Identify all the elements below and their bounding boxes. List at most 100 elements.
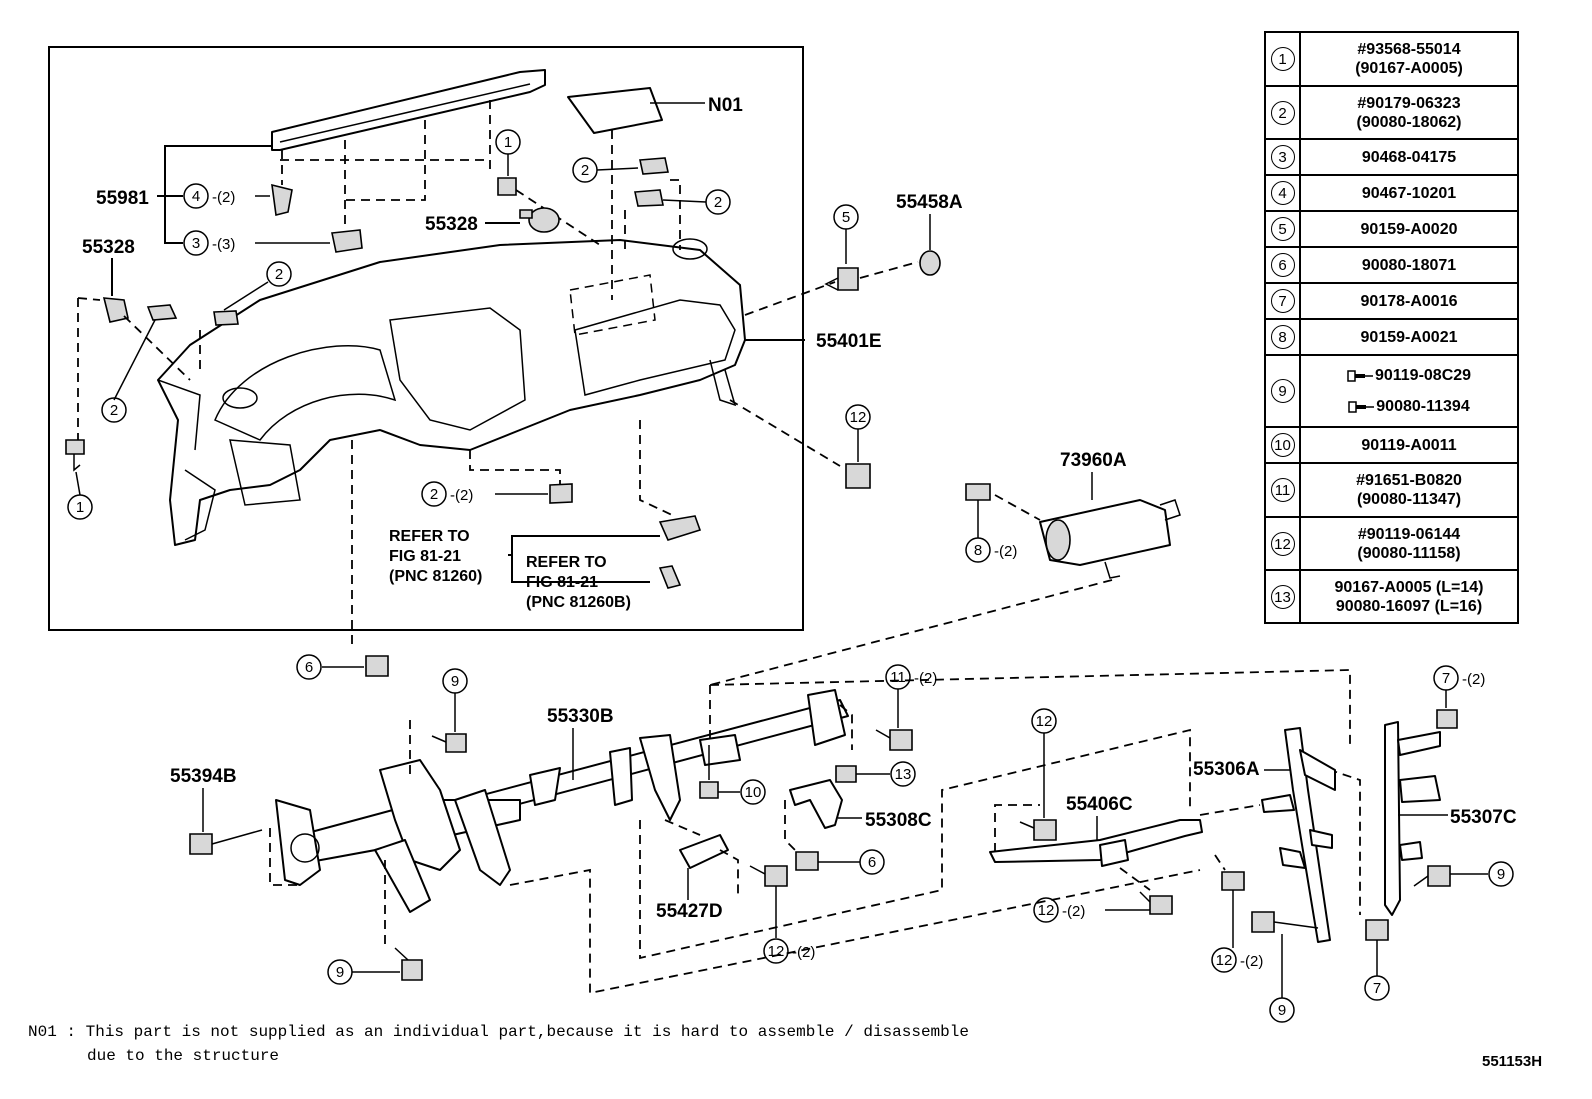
legend-parts-cell: 90468-04175 — [1299, 138, 1519, 176]
callout-9-c: 9 — [1278, 1002, 1286, 1019]
legend-row: 1 #93568-55014 (90167-A0005) — [1264, 31, 1519, 87]
figure-id: 551153H — [1482, 1053, 1543, 1070]
callout-9-b: 9 — [336, 964, 344, 981]
legend-part-number: (90080-11158) — [1301, 544, 1517, 563]
legend-part-number: 90167-A0005 (L=14) — [1301, 578, 1517, 597]
callout-9-d: 9 — [1497, 866, 1505, 883]
legend-callout-number: 5 — [1270, 217, 1295, 241]
callout-2-b: 2 — [275, 266, 283, 283]
legend-part-text: (90080-11158) — [1357, 544, 1461, 562]
legend-callout-cell: 2 — [1264, 85, 1301, 140]
legend-callout-cell: 10 — [1264, 426, 1301, 464]
label-55328-top: 55328 — [425, 214, 478, 235]
label-55401e: 55401E — [816, 331, 882, 352]
label-n01: N01 — [708, 95, 743, 116]
qty-4: -(2) — [212, 189, 235, 206]
legend-parts-cell: 90467-10201 — [1299, 174, 1519, 212]
legend-callout-number: 7 — [1270, 289, 1295, 313]
legend-callout-cell: 11 — [1264, 462, 1301, 518]
legend-row: 8 90159-A0021 — [1264, 318, 1519, 356]
legend-row: 13 90167-A0005 (L=14)90080-16097 (L=16) — [1264, 569, 1519, 624]
legend-part-number: (90080-11347) — [1301, 490, 1517, 509]
callout-1-a: 1 — [76, 499, 84, 516]
legend-row: 2#90179-06323(90080-18062) — [1264, 85, 1519, 140]
callout-12-a: 12 — [850, 409, 867, 426]
legend-part-number: 90119-08C29 — [1301, 360, 1517, 391]
legend-callout-cell: 12 — [1264, 516, 1301, 571]
legend-parts-cell: 90159-A0021 — [1299, 318, 1519, 356]
bolt-icon — [1347, 370, 1373, 382]
label-55307c: 55307C — [1450, 807, 1517, 828]
legend-part-number: 90178-A0016 — [1301, 292, 1517, 311]
legend-callout-number: 13 — [1270, 584, 1295, 609]
legend-callout-number: 2 — [1270, 100, 1295, 125]
legend-part-number: #93568-55014 — [1301, 40, 1517, 59]
legend-callout-cell: 8 — [1264, 318, 1301, 356]
callout-10: 10 — [745, 784, 762, 801]
label-55306a: 55306A — [1193, 759, 1260, 780]
callout-9-a: 9 — [451, 673, 459, 690]
label-55427d: 55427D — [656, 901, 723, 922]
legend-part-number: 90119-A0011 — [1301, 436, 1517, 455]
legend-part-number: (90167-A0005) — [1301, 59, 1517, 78]
legend-part-text: #93568-55014 — [1357, 41, 1461, 58]
callout-2-e: 2 — [430, 486, 438, 503]
callout-12-e: 12 — [1216, 952, 1233, 969]
callout-12-c: 12 — [1036, 713, 1053, 730]
legend-part-number: 90467-10201 — [1301, 184, 1517, 203]
callout-11: 11 — [890, 669, 906, 686]
legend-parts-cell: 90119-A0011 — [1299, 426, 1519, 464]
footnote-line-2: due to the structure — [87, 1047, 280, 1065]
callout-2-a: 2 — [110, 402, 118, 419]
legend-callout-cell: 13 — [1264, 569, 1301, 624]
legend-part-text: 90167-A0005 (L=14) — [1334, 578, 1484, 596]
legend-row: 7 90178-A0016 — [1264, 282, 1519, 320]
legend-part-text: (90167-A0005) — [1355, 60, 1463, 77]
callout-12-b: 12 — [768, 943, 785, 960]
legend-callout-number: 6 — [1270, 253, 1295, 277]
legend-row: 11#91651-B0820(90080-11347) — [1264, 462, 1519, 518]
legend-part-number: 90159-A0021 — [1301, 328, 1517, 347]
qty-2-e: -(2) — [450, 487, 473, 504]
legend-parts-cell: #93568-55014 (90167-A0005) — [1299, 31, 1519, 87]
qty-3: -(3) — [212, 236, 235, 253]
legend-part-text: 90080-16097 (L=16) — [1335, 597, 1483, 615]
legend-part-text: #90119-06144 — [1357, 525, 1461, 543]
callout-7-a: 7 — [1442, 670, 1450, 687]
legend-row: 10 90119-A0011 — [1264, 426, 1519, 464]
legend-callout-number: 3 — [1270, 145, 1295, 169]
legend-parts-cell: 90080-18071 — [1299, 246, 1519, 284]
refer2-line3: (PNC 81260B) — [526, 594, 631, 611]
refer2-line2: FIG 81-21 — [526, 574, 598, 591]
qty-12-e: -(2) — [1240, 953, 1263, 970]
legend-part-text: 90467-10201 — [1361, 184, 1457, 202]
refer1-line3: (PNC 81260) — [389, 568, 482, 585]
legend-callout-number: 8 — [1270, 325, 1295, 349]
legend-callout-number: 10 — [1270, 433, 1295, 457]
qty-11: -(2) — [914, 670, 937, 687]
legend-parts-cell: 90159-A0020 — [1299, 210, 1519, 248]
legend-callout-cell: 1 — [1264, 31, 1301, 87]
callout-4: 4 — [192, 188, 200, 205]
qty-8: -(2) — [994, 543, 1017, 560]
legend-callout-cell: 3 — [1264, 138, 1301, 176]
bolt-icon — [1348, 401, 1375, 413]
legend-row: 5 90159-A0020 — [1264, 210, 1519, 248]
legend-row: 12 #90119-06144(90080-11158) — [1264, 516, 1519, 571]
refer2-line1: REFER TO — [526, 554, 607, 571]
legend-part-number: 90159-A0020 — [1301, 220, 1517, 239]
legend-part-number: 90468-04175 — [1301, 148, 1517, 167]
label-55308c: 55308C — [865, 810, 932, 831]
legend-part-number: #90119-06144 — [1301, 525, 1517, 544]
legend-callout-number: 9 — [1270, 379, 1295, 403]
refer1-line2: FIG 81-21 — [389, 548, 461, 565]
label-55981: 55981 — [96, 188, 149, 209]
legend-callout-cell: 9 — [1264, 354, 1301, 428]
legend-part-text: #90179-06323 — [1357, 94, 1461, 112]
inset-frame — [48, 46, 804, 631]
refer1-line1: REFER TO — [389, 528, 470, 545]
legend-part-text: (90080-11347) — [1356, 491, 1462, 508]
